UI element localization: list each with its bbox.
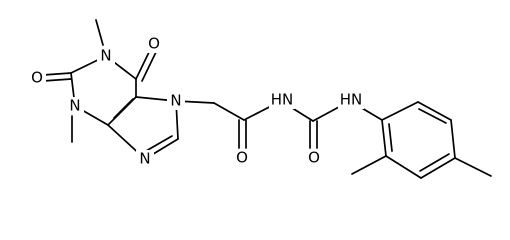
bond-ar2-ar3-inner: [418, 108, 447, 124]
bond-ar6-ar1-inner: [388, 123, 393, 152]
atom-labels: N N N N O O O O HN HN: [28, 35, 364, 168]
bond-ar6-ar1: [381, 119, 387, 157]
atom-o-amide: O: [236, 149, 248, 167]
atom-n3: N: [69, 97, 80, 115]
atom-o-urea: O: [308, 149, 320, 167]
atom-n7: N: [170, 92, 181, 110]
atom-n1: N: [100, 47, 111, 65]
molecule-diagram: N N N N O O O O HN HN: [28, 19, 492, 179]
atom-n9: N: [139, 150, 150, 168]
bond-c2-o2-inner: [42, 78, 72, 82]
atom-o6: O: [148, 35, 160, 53]
atom-nh-aryl: HN: [340, 91, 363, 109]
bond-ar6-methyl: [351, 155, 387, 175]
bond-ch2-camide: [213, 102, 245, 121]
bond-ar4-methyl: [454, 157, 492, 177]
bond-c8-n9-inner: [145, 135, 173, 152]
bond-c6-o6: [135, 47, 152, 80]
bond-ar1-ar2: [381, 101, 419, 121]
structure-svg: N N N N O O O O HN HN: [28, 19, 492, 179]
bond-ar2-ar3: [417, 101, 452, 121]
bond-ar3-ar4: [450, 119, 456, 159]
bond-ar4-ar5-inner: [419, 153, 450, 172]
bonds: [42, 19, 492, 179]
bond-c6-o6-inner: [141, 49, 158, 82]
bond-c4-c5-inner: [113, 98, 134, 119]
atom-o2: O: [31, 69, 43, 87]
bond-ar4-ar5: [420, 157, 456, 179]
bond-c2-o2: [42, 72, 72, 76]
bond-n1-methyl: [95, 19, 104, 46]
bond-ar5-ar6: [385, 155, 422, 179]
atom-nh-amide: HN: [271, 91, 294, 109]
